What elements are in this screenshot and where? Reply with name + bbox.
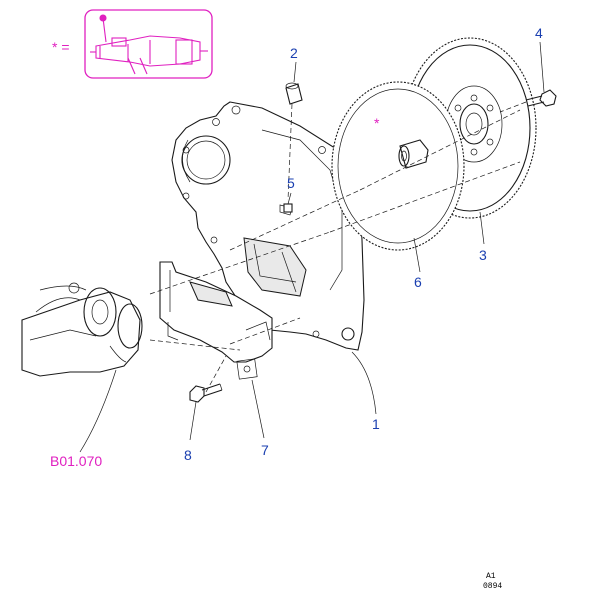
callout-6: 6	[414, 274, 422, 290]
cover-bolt	[189, 383, 223, 403]
dowel-pin-small	[283, 203, 293, 213]
callout-1: 1	[372, 416, 380, 432]
callout-4: 4	[535, 25, 543, 41]
callout-3: 3	[479, 247, 487, 263]
callout-2: 2	[290, 45, 298, 61]
legend-marker: * =	[52, 39, 70, 55]
drawing-stamp: A1 0894	[483, 572, 502, 591]
leader-lines	[79, 41, 545, 453]
ring-gear	[331, 81, 465, 251]
flywheel-bolt	[525, 89, 557, 107]
spigot-star-marker: *	[374, 115, 380, 131]
dowel-pin-large	[285, 82, 303, 105]
legend-frame	[84, 9, 213, 79]
puller-tool-icon	[90, 14, 208, 75]
stamp-line-2: 0894	[483, 582, 502, 591]
callout-7: 7	[261, 442, 269, 458]
crankshaft-reference: B01.070	[50, 453, 102, 469]
crankshaft	[21, 282, 143, 377]
legend-box: * =	[52, 9, 213, 79]
stamp-line-1: A1	[486, 572, 496, 581]
callout-5: 5	[287, 175, 295, 191]
spigot-bearing	[398, 139, 429, 169]
callout-8: 8	[184, 447, 192, 463]
engine-rear-plate	[171, 101, 365, 351]
assembly-axis-lines	[149, 101, 527, 393]
callout-labels: 2 4 5 3 6 1 7 8 * B01.070	[50, 25, 543, 469]
cover-plate	[159, 261, 273, 380]
